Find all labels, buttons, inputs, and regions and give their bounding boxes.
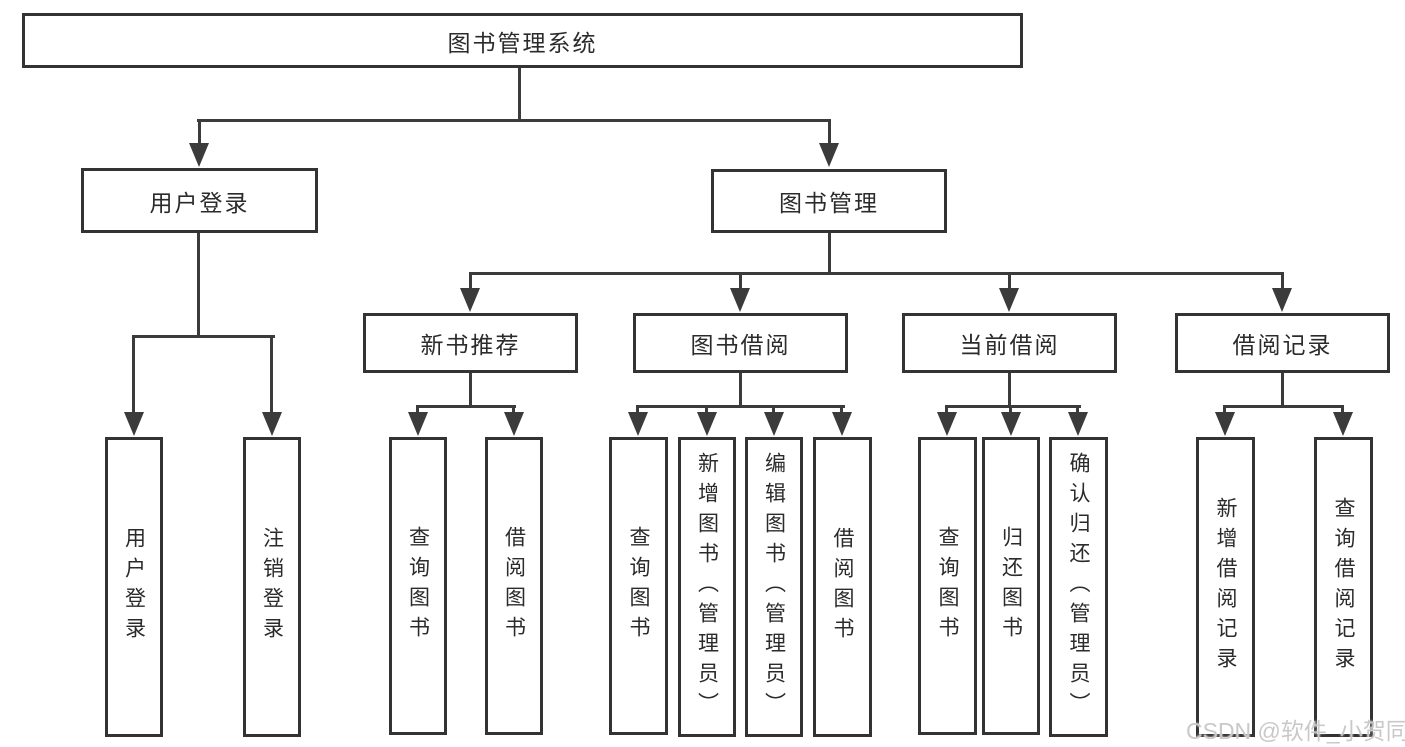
connector-line (416, 405, 516, 408)
leaf-label: 注销登录 (260, 527, 284, 647)
leaf-user-login: 用户登录 (105, 437, 163, 737)
node-label: 借阅记录 (1232, 332, 1333, 358)
connector-line (705, 405, 708, 417)
arrow-down-icon (124, 412, 144, 436)
leaf-query-borrow-record: 查询借阅记录 (1314, 437, 1373, 737)
connector-line (512, 405, 515, 417)
arrow-down-icon (628, 412, 648, 436)
connector-line (270, 335, 273, 415)
leaf-borrow-books: 借阅图书 (813, 437, 872, 737)
connector-line (1009, 405, 1012, 417)
leaf-label: 确认归还（管理员） (1067, 452, 1090, 722)
arrow-down-icon (189, 143, 209, 167)
arrow-down-icon (1272, 288, 1292, 312)
leaf-logout: 注销登录 (243, 437, 301, 737)
node-new-book-recommend: 新书推荐 (363, 313, 578, 373)
connector-line (636, 405, 639, 417)
connector-line (132, 335, 275, 338)
node-label: 新书推荐 (420, 332, 521, 358)
arrow-down-icon (1001, 412, 1021, 436)
leaf-return-books: 归还图书 (982, 437, 1040, 735)
connector-line (518, 68, 521, 121)
connector-line (1223, 405, 1343, 408)
connector-line (828, 233, 831, 275)
connector-line (1076, 405, 1079, 417)
arrow-down-icon (408, 412, 428, 436)
leaf-label: 用户登录 (122, 527, 146, 647)
arrow-down-icon (1068, 412, 1088, 436)
connector-line (1008, 373, 1011, 407)
arrow-down-icon (832, 412, 852, 436)
node-label: 图书借阅 (690, 332, 791, 358)
leaf-add-books-admin: 新增图书（管理员） (678, 437, 736, 737)
connector-line (1008, 272, 1011, 292)
leaf-label: 借阅图书 (502, 526, 526, 646)
arrow-down-icon (504, 412, 524, 436)
connector-line (636, 405, 845, 408)
leaf-query-books-recommend: 查询图书 (389, 437, 447, 735)
connector-line (739, 272, 742, 292)
arrow-down-icon (1215, 412, 1235, 436)
arrow-down-icon (999, 288, 1019, 312)
leaf-label: 编辑图书（管理员） (762, 452, 786, 722)
arrow-down-icon (697, 412, 717, 436)
connector-line (739, 373, 742, 407)
arrow-down-icon (937, 412, 957, 436)
node-book-borrowing: 图书借阅 (633, 313, 848, 373)
arrow-down-icon (262, 412, 282, 436)
arrow-down-icon (460, 288, 480, 312)
node-label: 用户登录 (149, 189, 250, 216)
leaf-label: 查询借阅记录 (1332, 497, 1355, 677)
node-borrowing-records: 借阅记录 (1175, 313, 1390, 373)
leaf-label: 查询图书 (627, 526, 650, 646)
connector-line (469, 373, 472, 407)
node-label: 图书管理系统 (447, 29, 598, 56)
connector-line (198, 119, 201, 149)
leaf-edit-books-admin: 编辑图书（管理员） (745, 437, 803, 737)
leaf-borrow-books-recommend: 借阅图书 (485, 437, 543, 735)
node-label: 当前借阅 (959, 332, 1060, 358)
connector-line (469, 272, 472, 292)
arrow-down-icon (819, 143, 839, 167)
connector-line (945, 405, 948, 417)
connector-line (945, 405, 1081, 408)
node-book-management: 图书管理 (711, 169, 947, 233)
node-label: 图书管理 (779, 190, 879, 216)
leaf-label: 借阅图书 (831, 527, 854, 647)
csdn-watermark: CSDN @软件_小贺同学 (1186, 718, 1405, 744)
leaf-label: 查询图书 (406, 526, 430, 646)
node-library-system: 图书管理系统 (22, 13, 1023, 68)
arrow-down-icon (1333, 412, 1353, 436)
connector-line (840, 405, 843, 417)
connector-line (197, 119, 831, 122)
connector-line (1341, 405, 1344, 417)
node-current-borrowing: 当前借阅 (902, 313, 1117, 373)
leaf-label: 新增借阅记录 (1214, 497, 1237, 677)
connector-line (132, 335, 135, 415)
leaf-label: 归还图书 (999, 526, 1023, 646)
leaf-add-borrow-record: 新增借阅记录 (1196, 437, 1255, 737)
connector-line (828, 119, 831, 149)
node-user-login: 用户登录 (81, 168, 318, 233)
leaf-query-books-current: 查询图书 (918, 437, 977, 735)
leaf-label: 新增图书（管理员） (695, 452, 719, 722)
arrow-down-icon (764, 412, 784, 436)
connector-line (197, 233, 200, 337)
leaf-query-books-borrowing: 查询图书 (609, 437, 668, 735)
arrow-down-icon (730, 288, 750, 312)
connector-line (1281, 373, 1284, 407)
connector-line (416, 405, 419, 417)
connector-line (469, 272, 1284, 275)
connector-line (772, 405, 775, 417)
leaf-confirm-return-admin: 确认归还（管理员） (1049, 437, 1108, 737)
connector-line (1281, 272, 1284, 292)
connector-line (1223, 405, 1226, 417)
leaf-label: 查询图书 (936, 526, 959, 646)
